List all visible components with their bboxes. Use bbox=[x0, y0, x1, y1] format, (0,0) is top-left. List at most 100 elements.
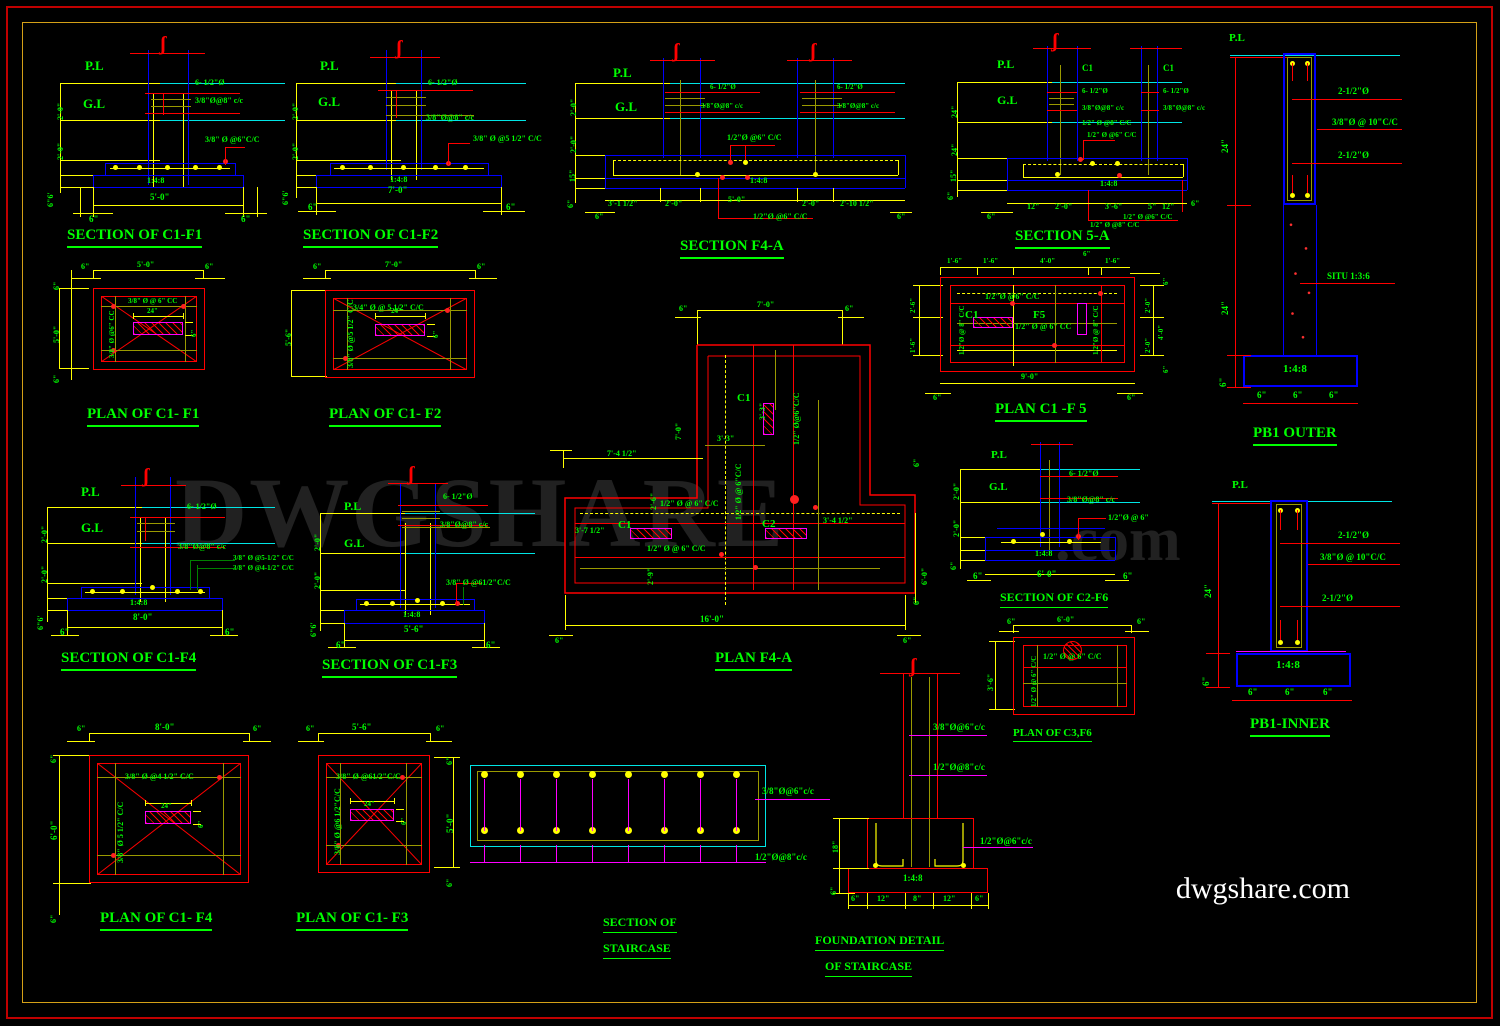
plan-height: 6'-0" bbox=[49, 820, 59, 841]
dim-3: 3'-6" bbox=[1105, 202, 1123, 211]
detail-title: PLAN OF C1- F4 bbox=[100, 910, 213, 931]
rebar-label-h: 3/8" Ø @4 1/2" C/C bbox=[125, 772, 194, 781]
pl-label: P.L bbox=[344, 499, 362, 513]
bar-top-label: 2-1/2"Ø bbox=[1338, 86, 1369, 96]
rebar-label-h: 3/8" Ø @ 6" CC bbox=[128, 297, 178, 305]
rebar-label-2: 1/2"Ø@8"c/c bbox=[933, 762, 985, 772]
detail-title: PLAN OF C1- F1 bbox=[87, 406, 200, 427]
dim-slab: 15" bbox=[568, 169, 577, 182]
rebar-vert-1: 1/2" Ø@6"C/C bbox=[792, 392, 801, 445]
detail-title: PLAN OF C1- F3 bbox=[296, 910, 409, 931]
dim-stem-h: 18" bbox=[831, 840, 840, 853]
rebar-label-2: 6- 1/2"Ø bbox=[1163, 87, 1189, 95]
stirrup-label: 3/8"Ø @ 10"C/C bbox=[1332, 117, 1398, 127]
pl-label: P.L bbox=[997, 57, 1015, 71]
pl-line bbox=[60, 83, 285, 84]
stirrup-label: 3/8"Ø@8" c/c bbox=[440, 520, 489, 529]
mix-label: 1:4:8 bbox=[1100, 179, 1118, 188]
detail-plan-c1-f4: 3/8" Ø @4 1/2" C/C 3/8" Ø 5 1/2" C/C 24"… bbox=[45, 715, 295, 935]
detail-pb1-outer: P.L 2-1/2"Ø 3/8"Ø @ 10"C/C 2-1/2"Ø SITU … bbox=[1205, 25, 1470, 455]
dim-c1-left-x: 3'-7 1/2" bbox=[575, 526, 605, 535]
dim-w3: 6" bbox=[1329, 390, 1339, 400]
detail-title: SECTION OF C1-F1 bbox=[67, 227, 203, 248]
cover-tl: 6" bbox=[306, 724, 315, 733]
bar-bot-label: 2-1/2"Ø bbox=[1322, 593, 1353, 603]
detail-title: PB1 OUTER bbox=[1253, 425, 1337, 446]
col-tag-c1-top: C1 bbox=[737, 392, 751, 404]
dim-cov-tr: 6" bbox=[845, 304, 854, 313]
cover-r: 6" bbox=[486, 640, 496, 650]
rebar-label: 6- 1/2"Ø bbox=[428, 78, 458, 87]
detail-plan-f4-a: C1 C1 C2 1/2" Ø@6"C/C 1/2" Ø @ 6"C/C 1/2… bbox=[535, 295, 935, 675]
dim-5: 1'-6" bbox=[1105, 257, 1121, 265]
dim-8: 9'-0" bbox=[1021, 372, 1039, 381]
dim-depth: 6"6' bbox=[309, 622, 318, 637]
cover-left-bot: 6" bbox=[52, 374, 61, 383]
dim-3: 5'-0" bbox=[728, 195, 746, 204]
detail-title: SECTION OF C1-F2 bbox=[303, 227, 439, 248]
dim-gl-top: 2'-0" bbox=[291, 142, 300, 160]
detail-plan-c1-f2: 3/4" Ø @ 5 1/2" C/C 3/8" Ø @5 1/2" C/C 2… bbox=[284, 258, 525, 438]
dim-gl-top: 2'-0" bbox=[56, 142, 65, 160]
stirrup-label: 3/8"Ø @ 10"C/C bbox=[1320, 552, 1386, 562]
col-label-1: C1 bbox=[1082, 63, 1093, 73]
dim-right: 6" bbox=[897, 212, 906, 221]
dim-beam-depth: 24" bbox=[1203, 584, 1213, 598]
dim-4: 5" bbox=[1148, 202, 1157, 211]
dim-cover-l: 6" bbox=[987, 212, 996, 221]
cover-lt: 6" bbox=[49, 754, 58, 763]
detail-title: PLAN OF C1- F2 bbox=[329, 406, 442, 427]
dim-10: 4'-0" bbox=[1157, 324, 1165, 340]
col-depth-dim: 6" bbox=[190, 329, 198, 337]
right-dim: 6" bbox=[241, 214, 251, 224]
rebar-horiz-2: 1/2" Ø @ 6" C/C bbox=[647, 544, 706, 553]
gl-label: G.L bbox=[615, 99, 638, 114]
stirrup-label-2: 3/8"Ø@8" c/c bbox=[1163, 104, 1206, 112]
rebar-label-v: 3/8" Ø @6 1/2"C/C bbox=[333, 788, 342, 855]
footer-site-label: dwgshare.com bbox=[1175, 872, 1350, 905]
dim-gl-top: 2'-0" bbox=[313, 571, 322, 589]
stirrup-label-1: 3/8"Ø@8" c/c bbox=[701, 102, 744, 110]
dim-left: 6" bbox=[595, 212, 604, 221]
rebar-vert-2: 1/2" Ø @ 6"C/C bbox=[734, 463, 743, 520]
detail-title: PLAN OF C3,F6 bbox=[1013, 727, 1092, 742]
plan-height: 5'-6" bbox=[284, 328, 293, 346]
dim-c1-x: 3'-3" bbox=[717, 434, 735, 443]
cover-lb: 6" bbox=[49, 914, 58, 923]
dim-2: 2'-0" bbox=[1055, 202, 1073, 211]
pl-label: P.L bbox=[1232, 479, 1248, 491]
dim-pl-gl: 2'-0" bbox=[56, 102, 65, 120]
dim-cover: 6" bbox=[566, 199, 575, 208]
detail-title: SECTION F4-A bbox=[680, 238, 784, 259]
mix-label: 1:4:8 bbox=[147, 176, 165, 185]
detail-title: PB1-INNER bbox=[1250, 716, 1331, 737]
column-circle bbox=[1063, 641, 1082, 660]
left-dim: 6" bbox=[89, 214, 99, 224]
plan-width: 5'-6" bbox=[352, 722, 372, 732]
cover-r: 6" bbox=[1137, 617, 1146, 626]
footing-rebar-label: 3/8" Ø @5 1/2" C/C bbox=[473, 134, 542, 143]
detail-plan-c3-f6: 1/2" Ø @ 6" C/C 1/2" Ø @ 6" C/C 6'-0" 3'… bbox=[985, 615, 1185, 745]
bar-bot-label: 2-1/2"Ø bbox=[1338, 150, 1369, 160]
hook-bars bbox=[875, 823, 964, 867]
dim-gl-top: 2'-0" bbox=[569, 135, 578, 153]
width-dim: 6'-0" bbox=[1037, 569, 1057, 579]
cover-top-l: 6" bbox=[313, 262, 322, 271]
pl-label: P.L bbox=[85, 58, 104, 73]
mix-label: 1:4:8 bbox=[903, 873, 923, 883]
rebar-label-2: 6- 1/2"Ø bbox=[837, 83, 863, 91]
dim-pad-thk: 6" bbox=[829, 886, 838, 895]
rebar-label-h: 3/8" Ø @61/2"C/C bbox=[336, 772, 401, 781]
dim-9: 2'-0" bbox=[1144, 297, 1152, 313]
col-tag: C1 bbox=[965, 309, 979, 321]
slab-rebar-3: 1/2" Ø @6" C/C bbox=[1123, 213, 1173, 221]
stirrup-label: 3/8"Ø@8" c/c bbox=[178, 542, 227, 551]
dim-14: 6" bbox=[1162, 277, 1170, 285]
col-tag-c2: C2 bbox=[762, 518, 776, 530]
mix-label: 1:4:8 bbox=[750, 176, 768, 185]
dim-w3: 6" bbox=[1323, 687, 1333, 697]
dim-w1: 6" bbox=[1248, 687, 1258, 697]
width-dim: 7'-0" bbox=[388, 185, 408, 195]
masonry-hatch bbox=[1285, 207, 1315, 355]
